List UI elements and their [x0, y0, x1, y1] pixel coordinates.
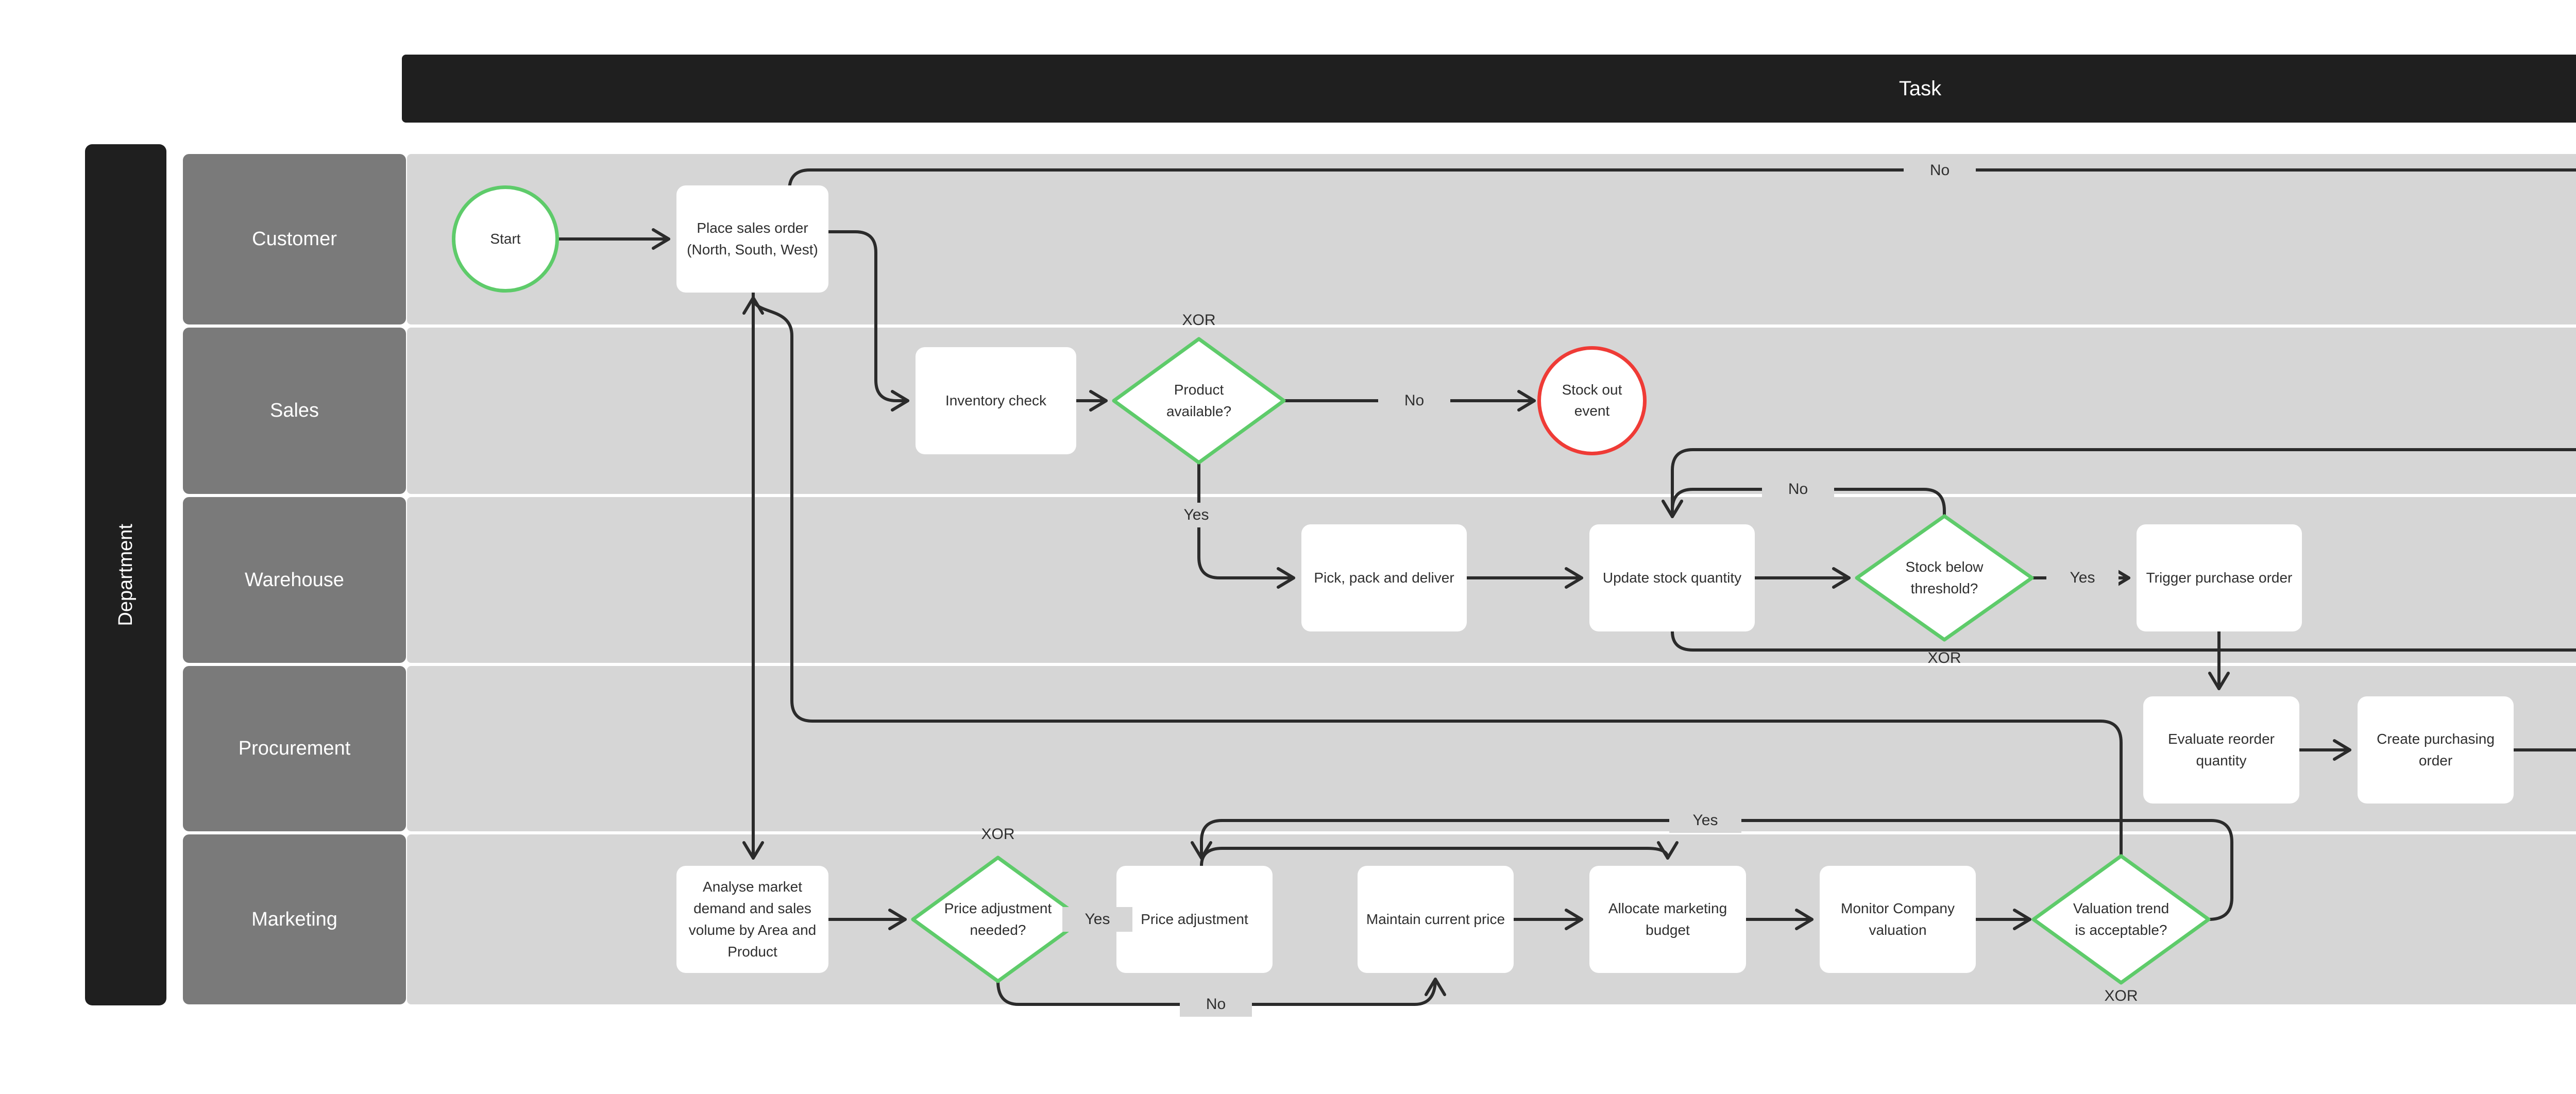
- task-create-purchasing-order[interactable]: Create purchasing order: [2358, 696, 2514, 804]
- task-label: Price adjustment: [1141, 911, 1248, 927]
- task-label: Create purchasing order: [2377, 731, 2495, 768]
- xor-marker-price-adjustment-needed: XOR: [981, 826, 1015, 843]
- task-inventory-check[interactable]: Inventory check: [916, 347, 1076, 454]
- stock-out-event[interactable]: Stock out event: [1537, 346, 1647, 455]
- task-label: Update stock quantity: [1602, 570, 1742, 586]
- task-pick-pack-deliver[interactable]: Pick, pack and deliver: [1301, 524, 1467, 631]
- task-label: Inventory check: [945, 392, 1047, 408]
- task-maintain-current-price[interactable]: Maintain current price: [1358, 866, 1514, 973]
- lane-label-marketing: Marketing: [183, 834, 406, 1004]
- task-evaluate-reorder[interactable]: Evaluate reorder quantity: [2143, 696, 2299, 804]
- edge-valuation-trend-to-place-sales-order: [742, 296, 2123, 858]
- xor-marker-valuation-trend: XOR: [2104, 987, 2138, 1004]
- task-label: Trigger purchase order: [2146, 570, 2293, 586]
- task-allocate-marketing-budget[interactable]: Allocate marketing budget: [1589, 866, 1746, 973]
- start-event-label: Start: [490, 230, 521, 247]
- edge-label-stock-below-yes: Yes: [2046, 566, 2119, 590]
- gateway-price-adjustment-needed[interactable]: [911, 856, 1085, 983]
- lane-label-warehouse: Warehouse: [183, 497, 406, 663]
- pool-title: Task: [1899, 77, 1942, 100]
- task-label: Evaluate reorder quantity: [2167, 731, 2275, 768]
- lane-label-sales: Sales: [183, 328, 406, 494]
- task-update-stock-quantity[interactable]: Update stock quantity: [1589, 524, 1755, 631]
- task-place-sales-order[interactable]: Place sales order (North, South, West): [676, 185, 828, 293]
- edge-label-price-needed-no: No: [1180, 992, 1252, 1017]
- lane-label-customer: Customer: [183, 154, 406, 324]
- edge-label-price-needed-yes: Yes: [1062, 907, 1132, 932]
- start-event[interactable]: Start: [452, 185, 559, 293]
- task-label: Analyse market demand and sales volume b…: [688, 879, 817, 960]
- task-label: Maintain current price: [1366, 911, 1505, 927]
- lane-label-text: Warehouse: [245, 569, 344, 591]
- task-price-adjustment[interactable]: Price adjustment: [1116, 866, 1273, 973]
- edge-update-stock-to-revenue-recognition: [1671, 630, 2576, 652]
- edge-place-sales-order-to-inventory-check: [827, 230, 909, 412]
- lane-label-text: Marketing: [251, 908, 337, 930]
- task-label: Allocate marketing budget: [1608, 900, 1727, 938]
- task-label: Pick, pack and deliver: [1314, 570, 1454, 586]
- task-label: Place sales order (North, South, West): [687, 220, 818, 258]
- gateway-stock-below-threshold[interactable]: [1855, 514, 2034, 642]
- lane-label-text: Customer: [252, 228, 337, 250]
- lane-canvas-sales: [407, 328, 2576, 494]
- department-sidebar: Department: [85, 144, 166, 1005]
- pool-header: Task: [402, 55, 2576, 123]
- task-monitor-company-valuation[interactable]: Monitor Company valuation: [1820, 866, 1976, 973]
- lane-label-procurement: Procurement: [183, 666, 406, 831]
- edge-label-valuation-yes: Yes: [1669, 808, 1741, 833]
- xor-marker-product-available: XOR: [1182, 312, 1216, 329]
- xor-marker-stock-below: XOR: [1927, 649, 1961, 666]
- edge-valuation-yes-to-price-adjustment: [1191, 819, 2233, 921]
- edge-receive-goods-to-update-stock: [1662, 448, 2576, 518]
- edge-label-product-no: No: [1378, 388, 1450, 413]
- task-analyse-market[interactable]: Analyse market demand and sales volume b…: [676, 866, 828, 973]
- edge-product-available-yes-to-pick-pack: [1197, 461, 1295, 589]
- edge-label-stock-below-no: No: [1762, 477, 1834, 502]
- edge-label-end-of-sim-no: No: [1904, 158, 1976, 183]
- stock-out-event-label: Stock out event: [1562, 382, 1622, 419]
- edge-end-of-sim-no-to-place-sales-order: [742, 168, 2576, 283]
- lane-label-text: Sales: [269, 400, 319, 421]
- edge-label-product-yes: Yes: [1160, 503, 1232, 527]
- edge-price-adjustment-to-allocate-budget: [1200, 841, 1679, 867]
- gateway-valuation-trend[interactable]: [2031, 854, 2211, 985]
- task-label: Monitor Company valuation: [1841, 900, 1955, 938]
- lane-label-text: Procurement: [238, 738, 351, 759]
- gateway-product-available[interactable]: [1112, 337, 1286, 465]
- task-trigger-purchase-order[interactable]: Trigger purchase order: [2137, 524, 2302, 631]
